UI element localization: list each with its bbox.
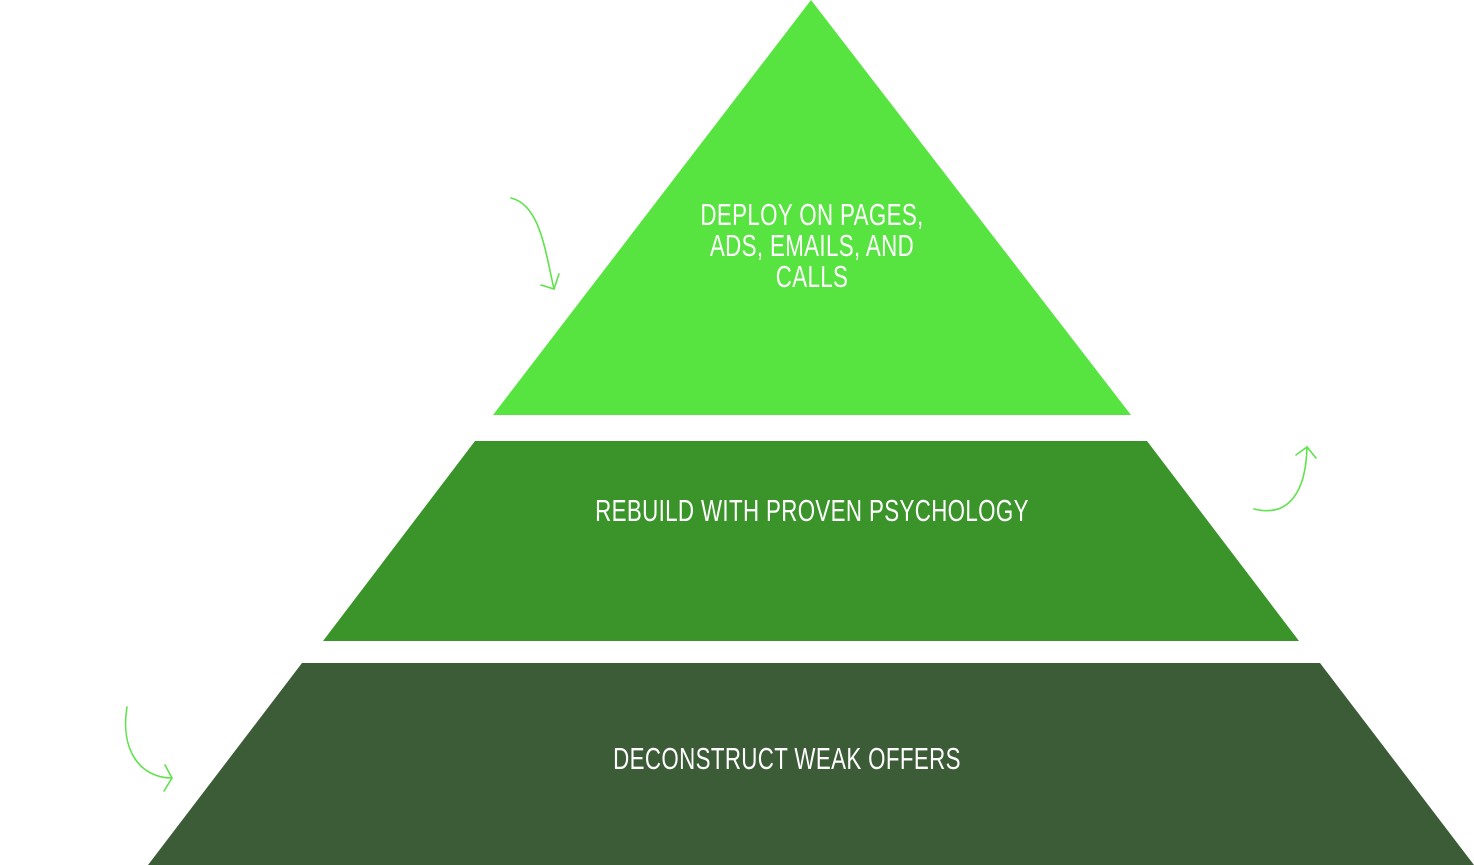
pyramid-tier-middle xyxy=(323,441,1299,641)
tier-top-line-2: ADS, EMAILS, AND xyxy=(709,228,915,263)
tier-middle-line-1: REBUILD WITH PROVEN PSYCHOLOGY xyxy=(595,493,1029,528)
pyramid-tier-bottom xyxy=(148,663,1474,865)
tier-top-line-1: DEPLOY ON PAGES, xyxy=(700,197,924,232)
tier-bottom-label: DECONSTRUCT WEAK OFFERS xyxy=(613,743,961,774)
curved-arrow-up-icon xyxy=(1253,445,1317,512)
curved-arrow-right-icon xyxy=(124,706,173,792)
tier-middle-label: REBUILD WITH PROVEN PSYCHOLOGY xyxy=(595,495,1029,526)
pyramid-tier-top xyxy=(493,0,1131,415)
curved-arrow-down-icon xyxy=(510,197,560,290)
tier-bottom-line-1: DECONSTRUCT WEAK OFFERS xyxy=(613,741,961,776)
tier-top-label: DEPLOY ON PAGES, ADS, EMAILS, AND CALLS xyxy=(700,199,923,292)
tier-top-line-3: CALLS xyxy=(775,259,849,294)
